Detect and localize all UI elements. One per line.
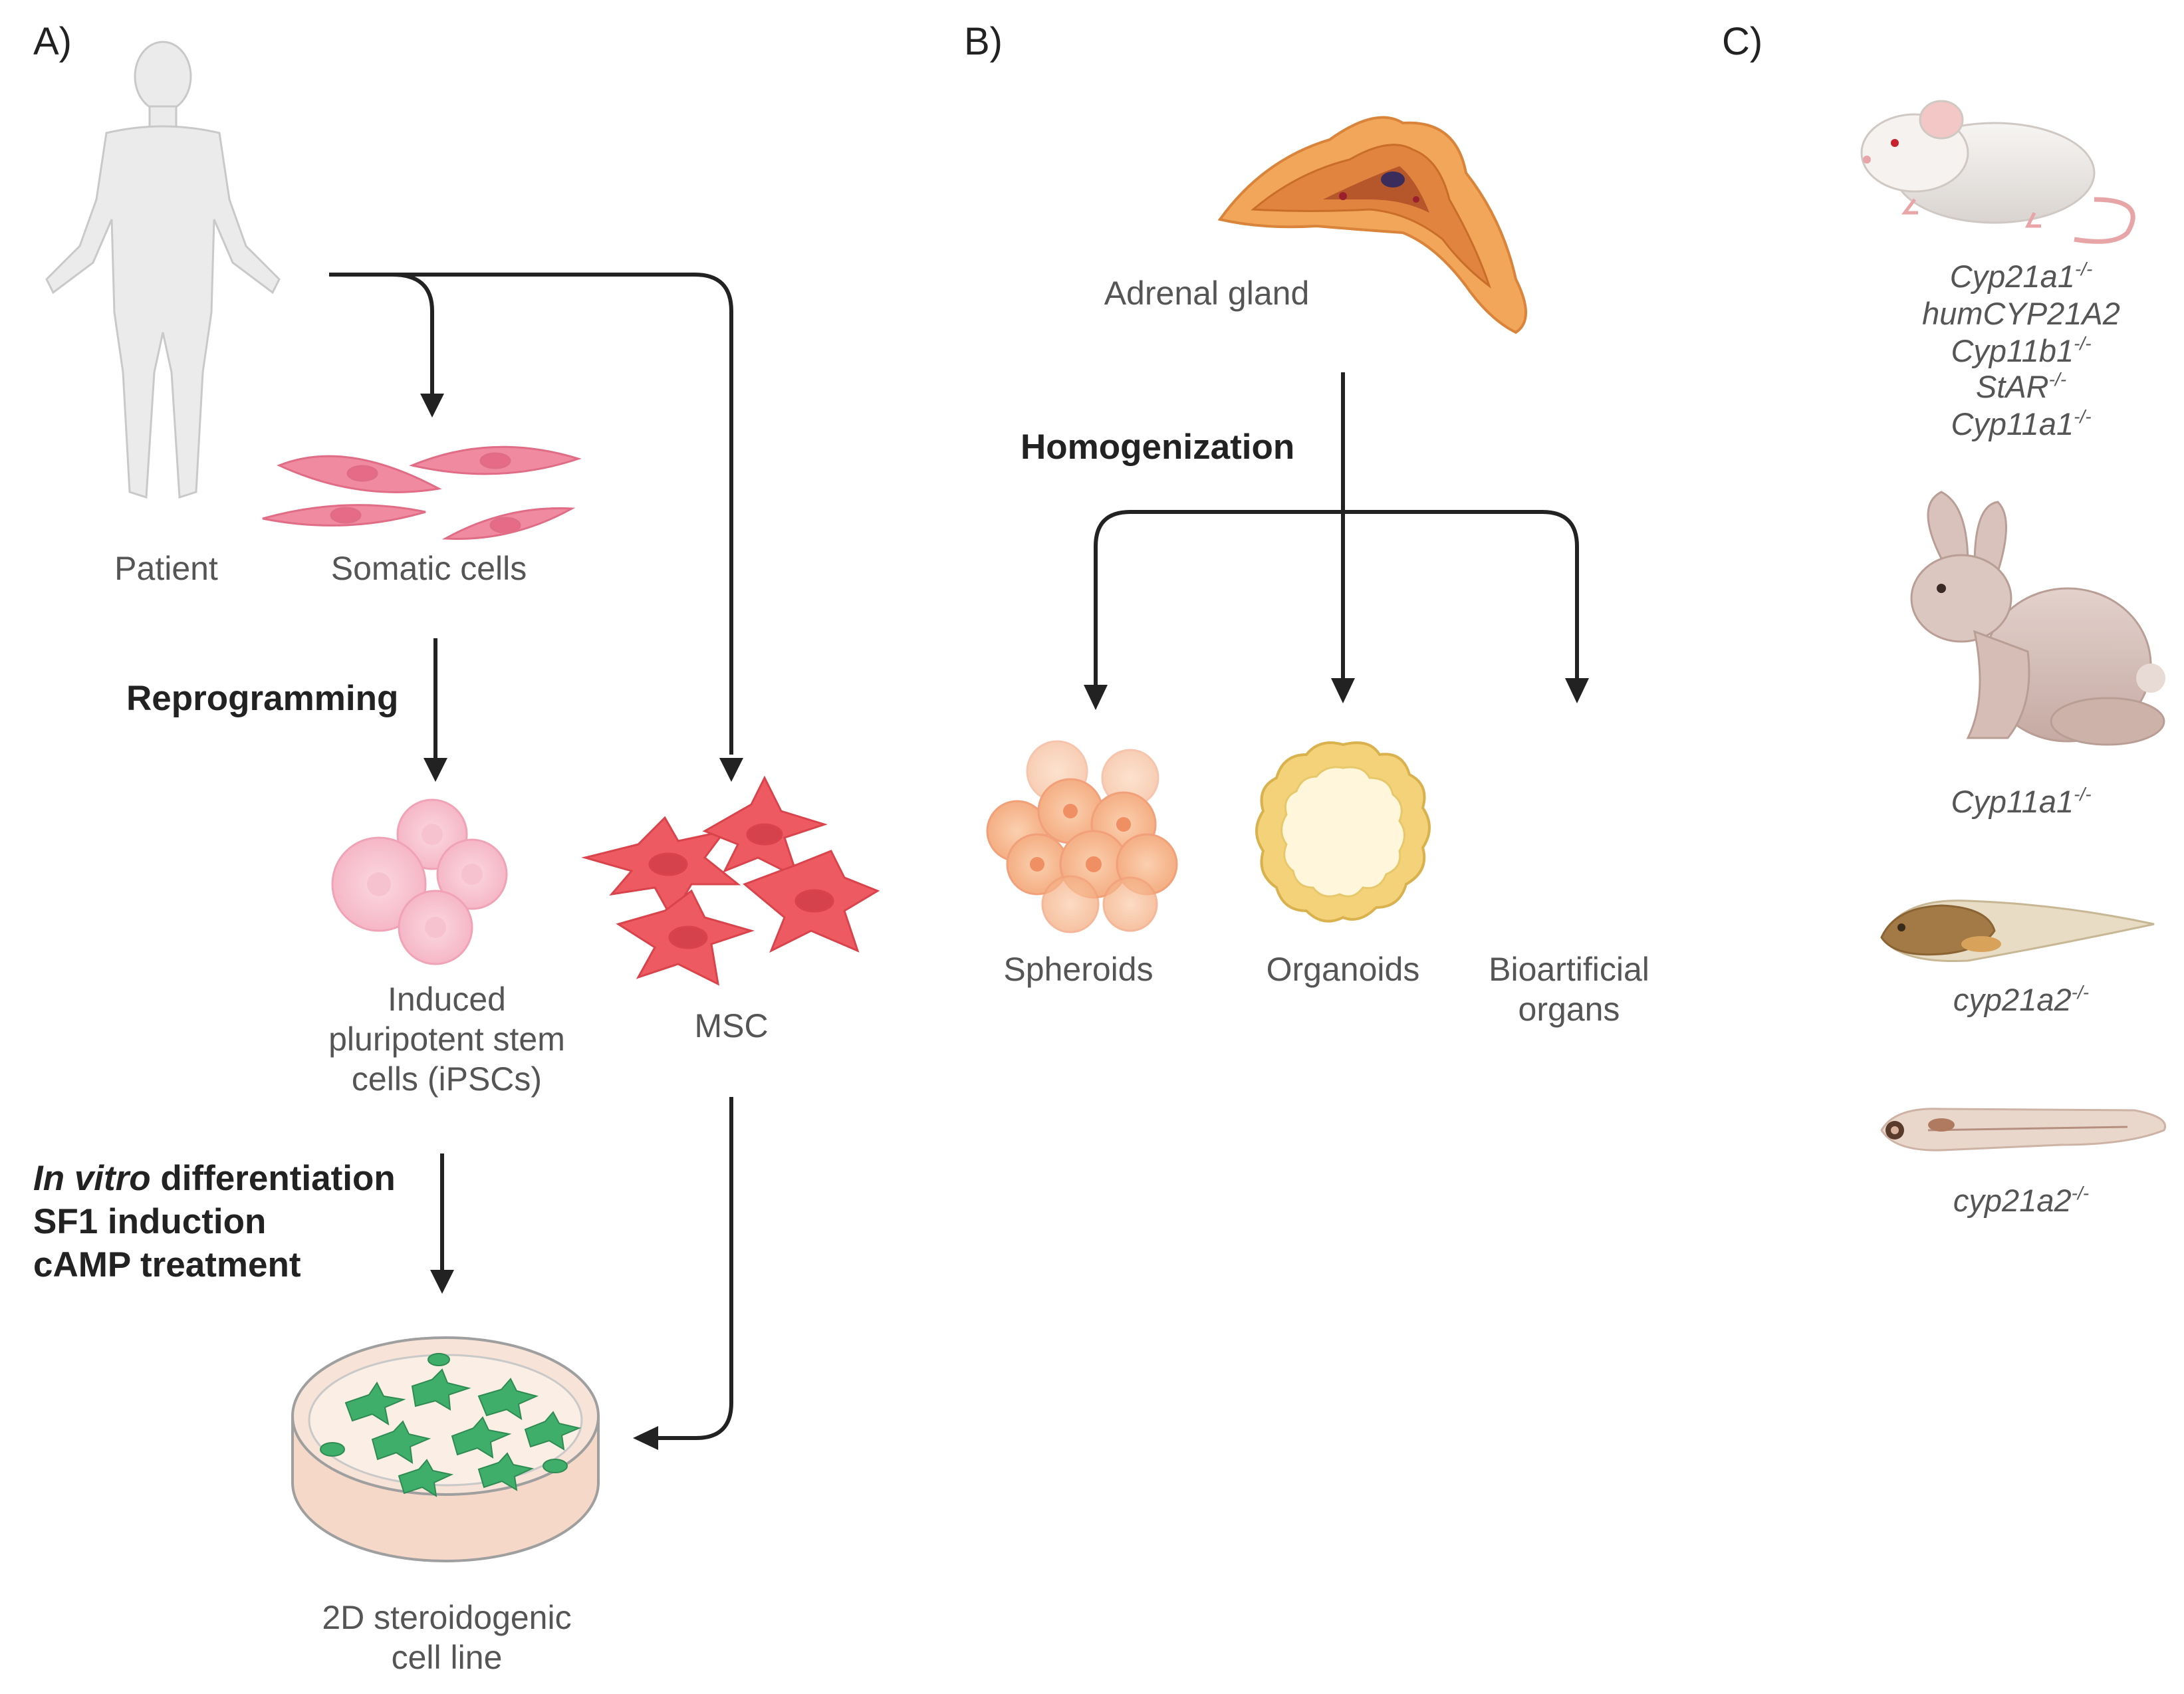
adrenal-gland-illustration [1217, 116, 1527, 334]
panel-c: C) Cyp21a1-/- humCYP21A2 Cyp11b1-/- StAR… [1722, 20, 2166, 1218]
somatic-cells-label: Somatic cells [331, 550, 527, 587]
mouse-model-4-name: StAR [1976, 369, 2049, 404]
msc-to-dish-arrow [633, 1097, 733, 1450]
panel-c-letter: C) [1722, 20, 1762, 63]
msc-label: MSC [694, 1007, 768, 1044]
mouse-model-2-name: humCYP21A2 [1922, 296, 2120, 331]
sf1-label: SF1 induction [33, 1202, 266, 1241]
adrenal-gland-label: Adrenal gland [1104, 275, 1310, 312]
patient-label: Patient [114, 550, 218, 587]
mouse-model-3-sup: -/- [2074, 333, 2091, 354]
organoids-illustration [1255, 741, 1431, 923]
reprogramming-arrow [424, 638, 447, 782]
somatic-cells-illustration [262, 445, 582, 540]
patient-branch-arrow [329, 273, 743, 782]
zebrafish-illustration [1880, 1108, 2166, 1151]
ipsc-label-line-1: Induced [388, 981, 506, 1018]
bioartificial-label-line-2: organs [1518, 991, 1620, 1028]
mouse-model-5: Cyp11a1-/- [1951, 406, 2091, 441]
spheroids-label: Spheroids [1003, 951, 1153, 988]
panel-b-letter: B) [964, 20, 1003, 63]
homogenization-label: Homogenization [1021, 427, 1294, 467]
panel-a-letter: A) [33, 20, 72, 63]
cell-line-label-line-2: cell line [392, 1639, 503, 1676]
rabbit-model-name: Cyp11a1 [1951, 784, 2074, 819]
mouse-model-2: humCYP21A2 [1922, 296, 2120, 331]
bioartificial-label-line-1: Bioartificial [1489, 951, 1649, 988]
tadpole-model-sup: -/- [2072, 982, 2089, 1003]
mouse-model-1-name: Cyp21a1 [1950, 259, 2075, 294]
organoids-label: Organoids [1267, 951, 1420, 988]
camp-label: cAMP treatment [33, 1245, 301, 1284]
tadpole-illustration [1880, 900, 2155, 963]
panel-b: B) Adrenal gland Homogenization [964, 20, 1649, 1028]
mouse-model-5-name: Cyp11a1 [1951, 406, 2074, 441]
rabbit-model-sup: -/- [2074, 784, 2091, 804]
differentiation-text: differentiation [151, 1159, 396, 1198]
patient-figure [45, 41, 281, 499]
zebrafish-model-name: cyp21a2 [1953, 1183, 2072, 1218]
zebrafish-model-sup: -/- [2072, 1183, 2089, 1203]
rabbit-model: Cyp11a1-/- [1951, 784, 2091, 819]
panel-a: A) Patient Somatic cells [33, 20, 880, 1676]
cell-line-label-line-1: 2D steroidogenic [322, 1599, 571, 1636]
spheroids-illustration [986, 740, 1178, 933]
reprogramming-label: Reprogramming [126, 679, 398, 718]
msc-illustration [581, 775, 880, 986]
in-vitro-text: In vitro [33, 1159, 151, 1198]
mouse-model-1: Cyp21a1-/- [1950, 259, 2093, 294]
mouse-model-5-sup: -/- [2074, 406, 2091, 427]
petri-dish-illustration [291, 1336, 600, 1562]
differentiation-label: In vitro differentiation [33, 1159, 396, 1198]
mouse-model-1-sup: -/- [2075, 259, 2092, 279]
zebrafish-model: cyp21a2-/- [1953, 1183, 2089, 1218]
differentiation-arrow [430, 1153, 454, 1294]
tadpole-model-name: cyp21a2 [1953, 982, 2072, 1017]
mouse-model-4: StAR-/- [1976, 369, 2066, 404]
ipsc-label-line-3: cells (iPSCs) [352, 1060, 542, 1098]
mouse-model-3: Cyp11b1-/- [1951, 333, 2091, 368]
mouse-model-3-name: Cyp11b1 [1951, 333, 2074, 368]
homogenization-arrows [1084, 372, 1589, 710]
mouse-illustration [1860, 100, 2135, 244]
ipsc-label-line-2: pluripotent stem [328, 1021, 565, 1058]
mouse-model-4-sup: -/- [2049, 369, 2066, 390]
tadpole-model: cyp21a2-/- [1953, 982, 2089, 1017]
rabbit-illustration [1910, 491, 2165, 746]
ipsc-illustration [331, 798, 508, 965]
